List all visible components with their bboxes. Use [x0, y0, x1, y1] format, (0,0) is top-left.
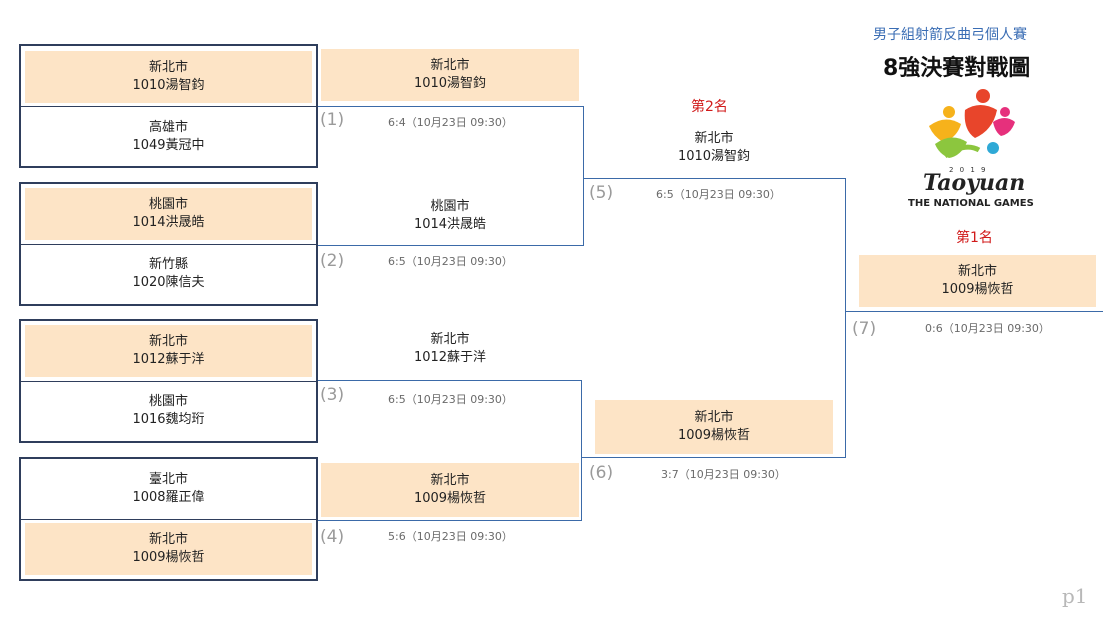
- round1-player-3: 桃園市 1014洪晟皓: [25, 188, 312, 240]
- page-number: p1: [1062, 584, 1088, 608]
- match-score: 6:5（10月23日 09:30）: [656, 188, 781, 201]
- logo-tagline: THE NATIONAL GAMES: [908, 198, 1034, 209]
- round1-player-5: 新北市 1012蘇于洋: [25, 325, 312, 377]
- player-name: 1016魏均珩: [132, 412, 205, 427]
- player-city: 新北市: [148, 60, 188, 75]
- match-score: 6:4（10月23日 09:30）: [388, 116, 513, 129]
- champion-cell: 新北市 1009楊恢哲: [859, 255, 1096, 307]
- player-city: 新北市: [148, 334, 188, 349]
- player-city: 新北市: [430, 332, 470, 347]
- match-number: (1): [320, 110, 345, 130]
- player-city: 新北市: [430, 58, 470, 73]
- bracket-title: 8強決賽對戰圖: [883, 56, 1031, 81]
- connector-line: [581, 380, 582, 521]
- player-city: 桃園市: [148, 197, 188, 212]
- player-city: 臺北市: [148, 472, 188, 487]
- connector-line: [318, 106, 584, 107]
- player-name: 1008羅正偉: [132, 490, 205, 505]
- player-name: 1049黃冠中: [132, 138, 205, 153]
- connector-line: [846, 311, 1103, 312]
- connector-line: [845, 178, 846, 458]
- player-city: 新竹縣: [148, 257, 188, 272]
- player-name: 1009楊恢哲: [941, 282, 1014, 297]
- round1-player-8: 新北市 1009楊恢哲: [25, 523, 312, 575]
- match-score: 6:5（10月23日 09:30）: [388, 255, 513, 268]
- player-name: 1010湯智鈞: [677, 149, 751, 164]
- player-city: 桃園市: [430, 199, 470, 214]
- player-city: 新北市: [148, 532, 188, 547]
- player-city: 桃園市: [148, 394, 188, 409]
- player-name: 1020陳信夫: [132, 275, 205, 290]
- round2-winner-1: 新北市 1010湯智鈞: [321, 49, 579, 101]
- match-score: 5:6（10月23日 09:30）: [388, 530, 513, 543]
- player-city: 新北市: [957, 264, 997, 279]
- match-number: (5): [589, 183, 614, 203]
- round2-winner-3: 新北市 1012蘇于洋: [321, 323, 579, 375]
- player-name: 1009楊恢哲: [413, 491, 487, 506]
- bracket-subtitle: 男子組射箭反曲弓個人賽: [873, 27, 1027, 43]
- connector-line: [318, 245, 584, 246]
- connector-line: [582, 457, 846, 458]
- match-number: (4): [320, 527, 345, 547]
- connector-line: [583, 106, 584, 246]
- match-score: 3:7（10月23日 09:30）: [661, 468, 786, 481]
- round1-player-4: 新竹縣 1020陳信夫: [25, 247, 312, 301]
- round2-winner-4: 新北市 1009楊恢哲: [321, 463, 579, 517]
- logo-year: 2 0 1 9: [949, 166, 988, 174]
- match-number: (6): [589, 463, 614, 483]
- connector-line: [318, 520, 582, 521]
- player-city: 新北市: [694, 131, 734, 146]
- match-score: 0:6（10月23日 09:30）: [925, 322, 1050, 335]
- player-name: 1010湯智鈞: [413, 76, 487, 91]
- rank-second: 第2名: [691, 99, 728, 115]
- match-number: (3): [320, 385, 345, 405]
- round1-player-7: 臺北市 1008羅正偉: [25, 462, 312, 516]
- player-name: 1010湯智鈞: [132, 78, 205, 93]
- player-name: 1009楊恢哲: [132, 550, 205, 565]
- semifinal-winner-2: 新北市 1009楊恢哲: [595, 400, 833, 454]
- match-number: (2): [320, 251, 345, 271]
- round1-player-1: 新北市 1010湯智鈞: [25, 51, 312, 103]
- player-name: 1012蘇于洋: [413, 350, 487, 365]
- round1-player-6: 桃園市 1016魏均珩: [25, 384, 312, 438]
- round1-player-2: 高雄市 1049黃冠中: [25, 110, 312, 164]
- round2-winner-2: 桃園市 1014洪晟皓: [321, 190, 579, 242]
- connector-line: [584, 178, 846, 179]
- player-city: 高雄市: [148, 120, 188, 135]
- player-city: 新北市: [694, 410, 734, 425]
- semifinal-winner-1: 新北市 1010湯智鈞: [595, 122, 833, 174]
- logo-name: Taoyuan: [923, 170, 1026, 196]
- player-name: 1009楊恢哲: [677, 428, 751, 443]
- player-city: 新北市: [430, 473, 470, 488]
- player-name: 1014洪晟皓: [413, 217, 487, 232]
- rank-first: 第1名: [956, 230, 993, 246]
- match-number: (7): [852, 319, 877, 339]
- match-score: 6:5（10月23日 09:30）: [388, 393, 513, 406]
- taoyuan-games-logo: 2 0 1 9 Taoyuan THE NATIONAL GAMES: [905, 86, 1035, 212]
- connector-line: [318, 380, 582, 381]
- player-name: 1014洪晟皓: [132, 215, 205, 230]
- player-name: 1012蘇于洋: [132, 352, 205, 367]
- games-figure-icon: [929, 89, 1015, 159]
